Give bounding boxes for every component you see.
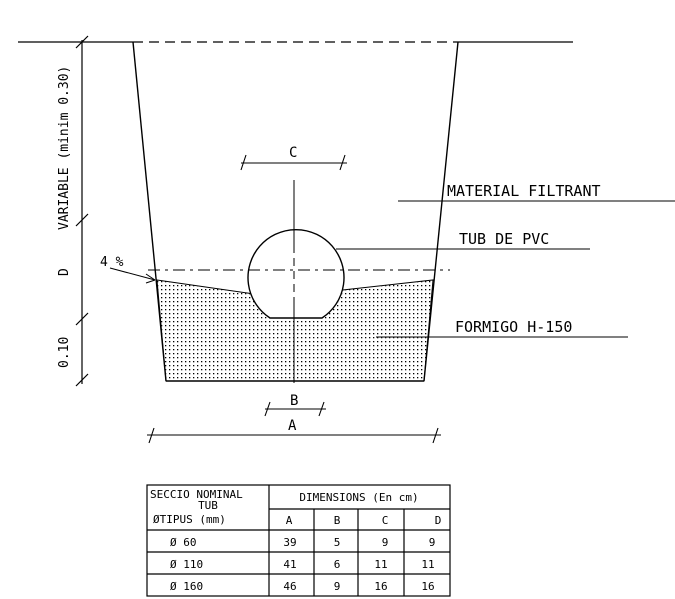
a-label: A <box>288 418 297 434</box>
table-col-b: B <box>334 514 341 527</box>
table-header-line2: TUB <box>198 499 218 512</box>
table-cell-a: 41 <box>283 558 296 571</box>
table-cell-c: 11 <box>374 558 387 571</box>
table-header-line1: SECCIO NOMINAL <box>150 488 243 501</box>
table-col-a: A <box>286 514 293 527</box>
table-cell-tub: Ø 160 <box>170 580 203 593</box>
table-cell-b: 5 <box>334 536 341 549</box>
table-cell-b: 9 <box>334 580 341 593</box>
table-col-c: C <box>382 514 389 527</box>
table-cell-tub: Ø 110 <box>170 558 203 571</box>
centre-lines <box>148 180 450 383</box>
a-dimension <box>147 427 441 444</box>
table-header-dims: DIMENSIONS (En cm) <box>299 491 418 504</box>
table-cell-a: 39 <box>283 536 296 549</box>
table-cell-c: 16 <box>374 580 387 593</box>
slope-arrow <box>109 267 156 284</box>
table-cell-d: 9 <box>429 536 436 549</box>
material-label: MATERIAL FILTRANT <box>447 182 601 200</box>
table-cell-d: 11 <box>421 558 434 571</box>
pipe-label: TUB DE PVC <box>459 230 549 248</box>
table-cell-a: 46 <box>283 580 296 593</box>
table-cell-c: 9 <box>382 536 389 549</box>
slope-label: 4 % <box>100 255 124 270</box>
c-dimension <box>240 154 347 171</box>
table-cell-b: 6 <box>334 558 341 571</box>
dimensions-table <box>146 484 451 597</box>
depth-010-label: 0.10 <box>57 337 72 368</box>
concrete-label: FORMIGO H-150 <box>455 318 572 336</box>
c-label: C <box>289 145 297 161</box>
b-label: B <box>290 393 298 409</box>
table-col-d: D <box>435 514 442 527</box>
pvc-pipe <box>247 229 345 319</box>
table-header-line3: ØTIPUS (mm) <box>153 513 226 526</box>
table-cell-d: 16 <box>421 580 434 593</box>
table-cell-tub: Ø 60 <box>170 536 197 549</box>
variable-label: VARIABLE (minim 0.30) <box>57 66 72 230</box>
vertical-dimension <box>75 35 89 387</box>
d-label: D <box>57 268 72 276</box>
b-dimension <box>264 401 326 417</box>
